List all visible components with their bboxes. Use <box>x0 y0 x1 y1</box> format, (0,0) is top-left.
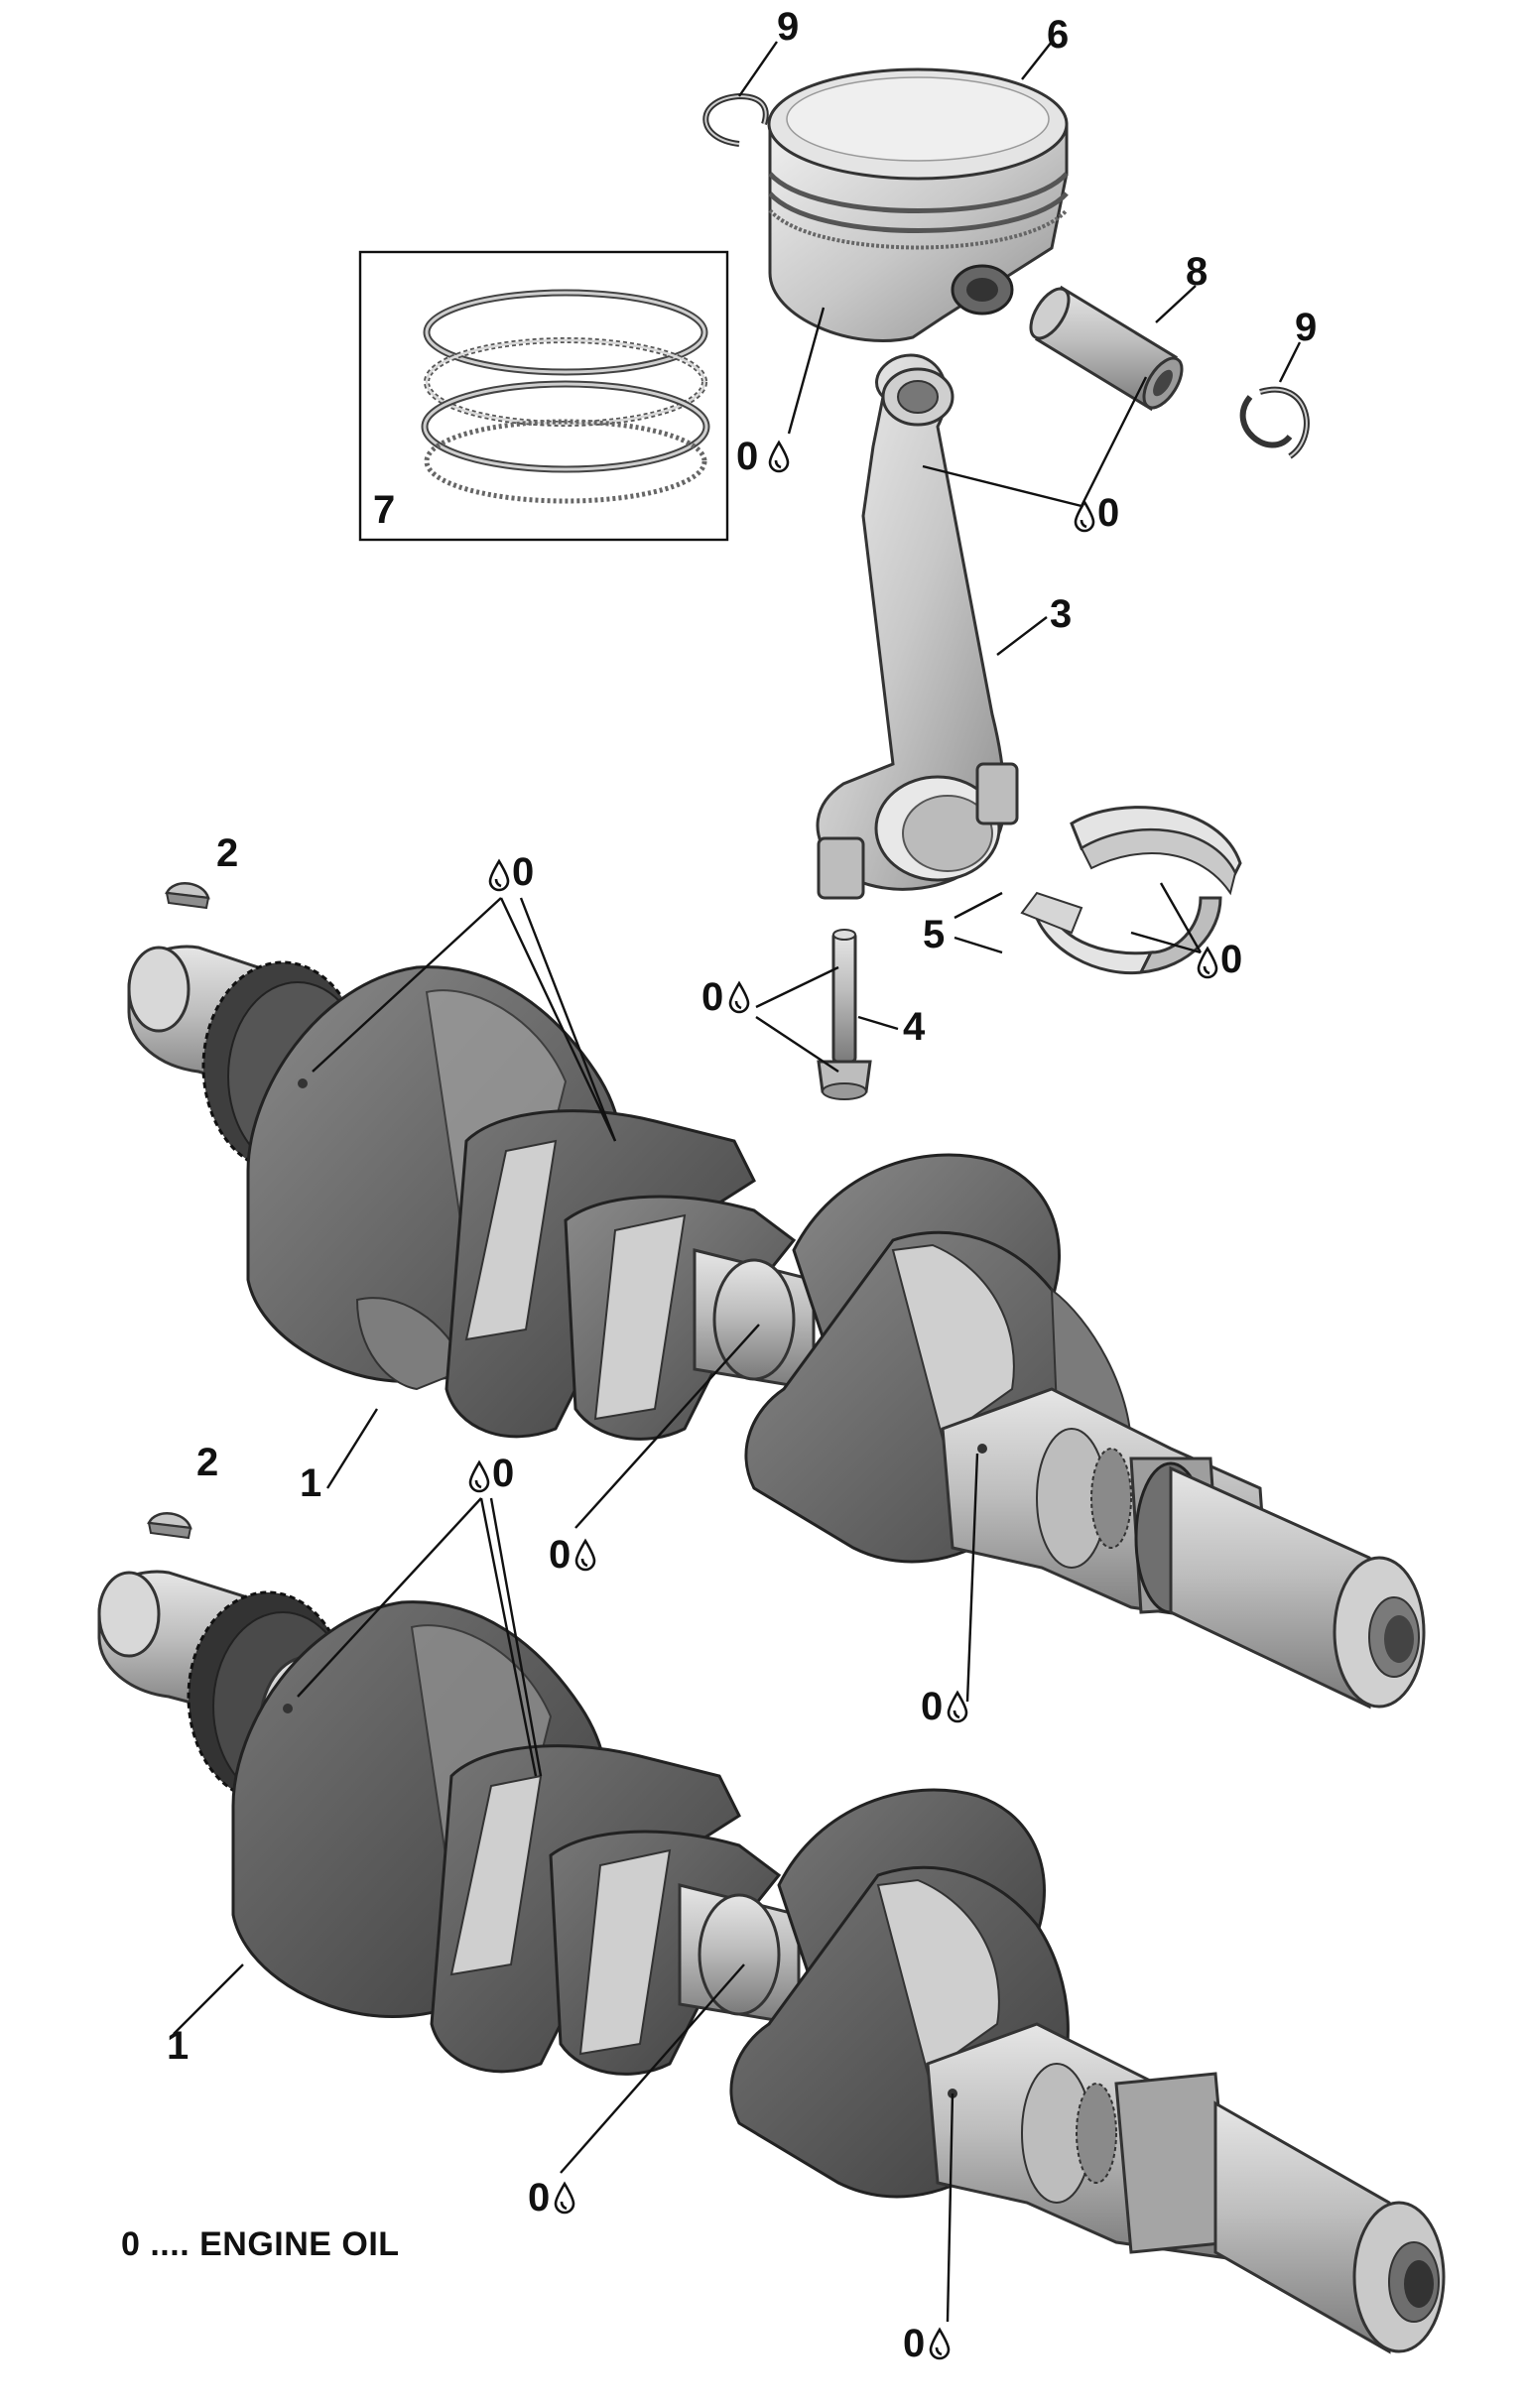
woodruff-key-top <box>165 882 210 910</box>
piston-ring-box <box>358 250 729 542</box>
oil-mark-crank-top-end: 0 <box>921 1685 968 1728</box>
callout-1-bottom: 1 <box>167 2024 189 2068</box>
oil-mark-crank-bot-mid: 0 <box>528 2176 575 2219</box>
svg-text:0: 0 <box>921 1685 943 1728</box>
svg-text:0: 0 <box>512 850 534 894</box>
svg-text:0: 0 <box>528 2176 550 2219</box>
bearing-shells <box>1020 806 1242 975</box>
svg-text:0: 0 <box>736 435 758 478</box>
oil-mark-pin: 0 <box>1074 491 1119 535</box>
oil-mark-crank-top-mid: 0 <box>549 1533 596 1577</box>
svg-text:0: 0 <box>1220 938 1242 981</box>
callout-8: 8 <box>1186 250 1208 294</box>
oil-mark-piston: 0 <box>736 435 790 478</box>
piston <box>767 67 1069 342</box>
piston-pin <box>1029 285 1184 412</box>
callout-labels: 9 6 8 9 7 3 2 5 4 1 2 1 <box>167 5 1317 2068</box>
callout-2-bottom: 2 <box>196 1441 218 1484</box>
oil-mark-bearing: 0 <box>1197 938 1242 981</box>
oil-mark-bolt: 0 <box>701 975 750 1019</box>
oil-mark-crank-bot-end: 0 <box>903 2322 951 2365</box>
callout-1-top: 1 <box>300 1461 321 1505</box>
callout-9-right: 9 <box>1295 306 1317 349</box>
leader-lines <box>173 41 1302 2323</box>
svg-text:0: 0 <box>701 975 723 1019</box>
oil-marks: 0 0 0 0 0 0 0 0 <box>468 435 1242 2365</box>
oil-mark-crank-bot-journal: 0 <box>468 1452 514 1495</box>
callout-4: 4 <box>903 1005 926 1049</box>
piston-ring-set <box>358 250 729 542</box>
callout-6: 6 <box>1047 13 1069 57</box>
callout-7: 7 <box>373 488 395 532</box>
svg-text:0: 0 <box>492 1452 514 1495</box>
rod-bolt <box>817 929 872 1100</box>
crankshaft-lower <box>97 1570 1446 2354</box>
svg-text:0: 0 <box>549 1533 571 1577</box>
legend-engine-oil: 0 .... ENGINE OIL <box>121 2225 400 2263</box>
svg-text:0: 0 <box>1097 491 1119 535</box>
callout-3: 3 <box>1050 592 1072 636</box>
oil-mark-crank-top-journal: 0 <box>488 850 534 894</box>
callout-2-top: 2 <box>216 831 238 875</box>
connecting-rod <box>816 353 1019 900</box>
woodruff-key-bottom <box>147 1512 192 1540</box>
callout-9-left: 9 <box>777 5 799 49</box>
crankshaft-upper <box>127 945 1426 1710</box>
circlip-right <box>1239 386 1310 459</box>
svg-text:0: 0 <box>903 2322 925 2365</box>
callout-5: 5 <box>923 913 945 956</box>
circlip-left <box>702 92 769 147</box>
